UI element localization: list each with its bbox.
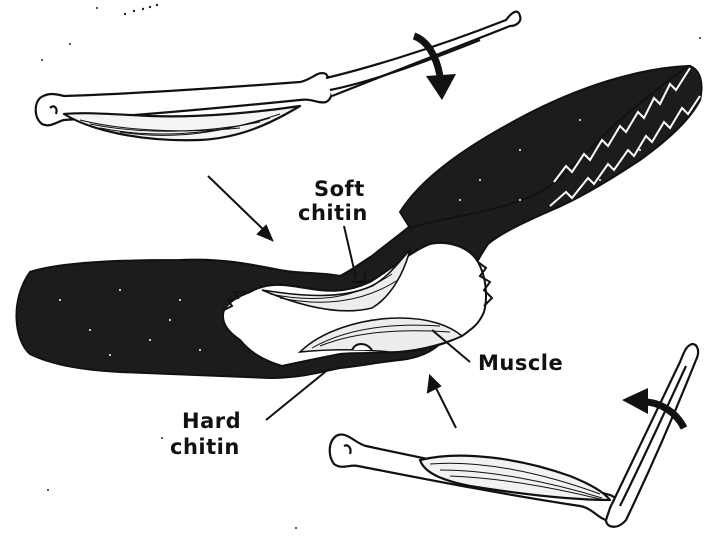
soft-chitin-label-line1: Soft [314,177,365,201]
bottom-to-claw-arrow-icon [428,376,456,428]
hard-chitin-label-line2: chitin [170,435,240,459]
muscle-label: Muscle [478,351,563,375]
bottom-triceps-muscle [420,456,610,500]
top-to-claw-arrow-icon [208,176,272,240]
soft-chitin-label-line2: chitin [298,201,368,225]
hard-chitin-label-line1: Hard [182,409,241,433]
